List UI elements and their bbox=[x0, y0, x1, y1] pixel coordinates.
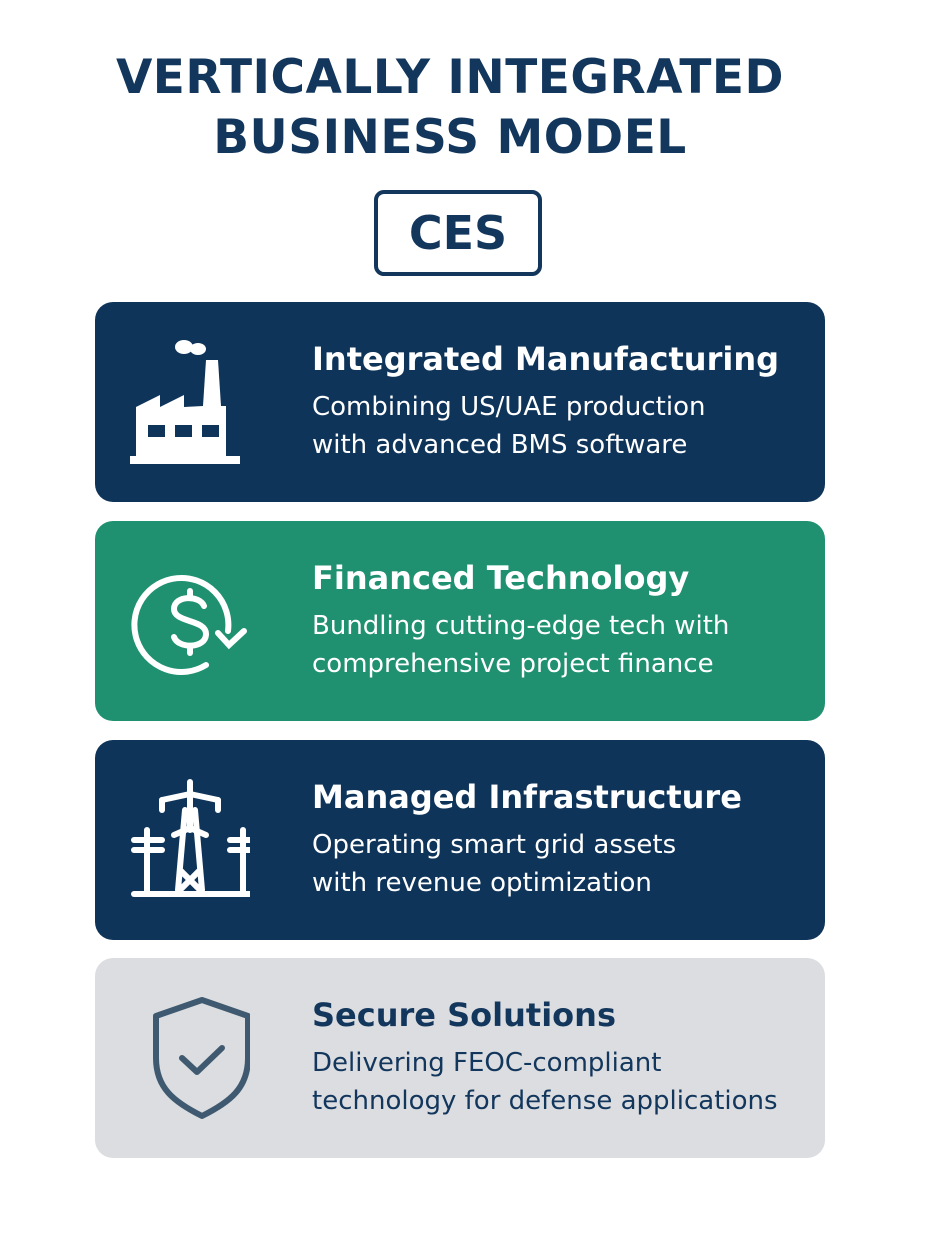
card-description-line: Bundling cutting-edge tech with bbox=[312, 611, 730, 641]
card-managed-infrastructure: Managed Infrastructure Operating smart g… bbox=[95, 740, 825, 940]
title-line-1: VERTICALLY INTEGRATED bbox=[115, 50, 785, 105]
shield-check-icon bbox=[130, 988, 251, 1128]
card-description-line: Delivering FEOC-compliant bbox=[312, 1048, 662, 1078]
card-heading: Secure Solutions bbox=[312, 996, 616, 1034]
factory-icon bbox=[130, 332, 250, 472]
power-tower-icon bbox=[130, 770, 259, 910]
card-description-line: with revenue optimization bbox=[312, 868, 652, 898]
card-integrated-manufacturing: Integrated Manufacturing Combining US/UA… bbox=[95, 302, 825, 502]
card-description-line: with advanced BMS software bbox=[312, 430, 688, 460]
card-heading: Managed Infrastructure bbox=[312, 778, 742, 816]
card-secure-solutions: Secure Solutions Delivering FEOC-complia… bbox=[95, 958, 825, 1158]
card-description-line: technology for defense applications bbox=[312, 1086, 778, 1116]
card-description-line: Combining US/UAE production bbox=[312, 392, 706, 422]
card-description-line: Operating smart grid assets bbox=[312, 830, 677, 860]
ces-badge: CES bbox=[374, 190, 542, 276]
card-description-line: comprehensive project finance bbox=[312, 649, 714, 679]
card-financed-technology: Financed Technology Bundling cutting-edg… bbox=[95, 521, 825, 721]
dollar-cycle-icon bbox=[130, 551, 250, 691]
card-heading: Integrated Manufacturing bbox=[312, 340, 780, 378]
title-line-2: BUSINESS MODEL bbox=[213, 110, 687, 165]
card-heading: Financed Technology bbox=[312, 559, 690, 597]
